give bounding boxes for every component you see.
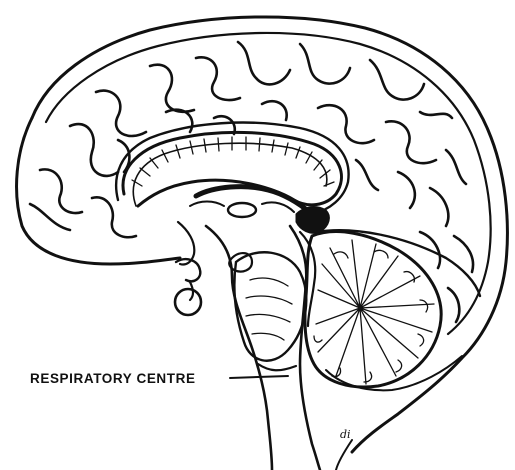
fornix — [196, 187, 312, 214]
pituitary-gland — [175, 289, 201, 315]
cerebellum-folia — [314, 250, 428, 382]
cortex-inner-boundary — [46, 33, 491, 334]
spinal-cord-posterior-line — [336, 440, 352, 470]
pons-outline — [234, 252, 306, 360]
thalamus-interthalamic-oval — [228, 203, 256, 217]
medulla-oblongata — [258, 364, 296, 370]
respiratory-centre-label: RESPIRATORY CENTRE — [30, 371, 196, 386]
brain-outline-lower-front — [17, 118, 180, 264]
artist-signature: di — [340, 428, 351, 441]
respiratory-centre-leader — [230, 376, 288, 378]
brain-outline — [32, 17, 507, 452]
cingulate-gyrus — [116, 123, 348, 214]
brainstem-front — [206, 226, 272, 470]
pineal-tectum — [296, 207, 329, 234]
pons-fibres — [246, 278, 292, 340]
